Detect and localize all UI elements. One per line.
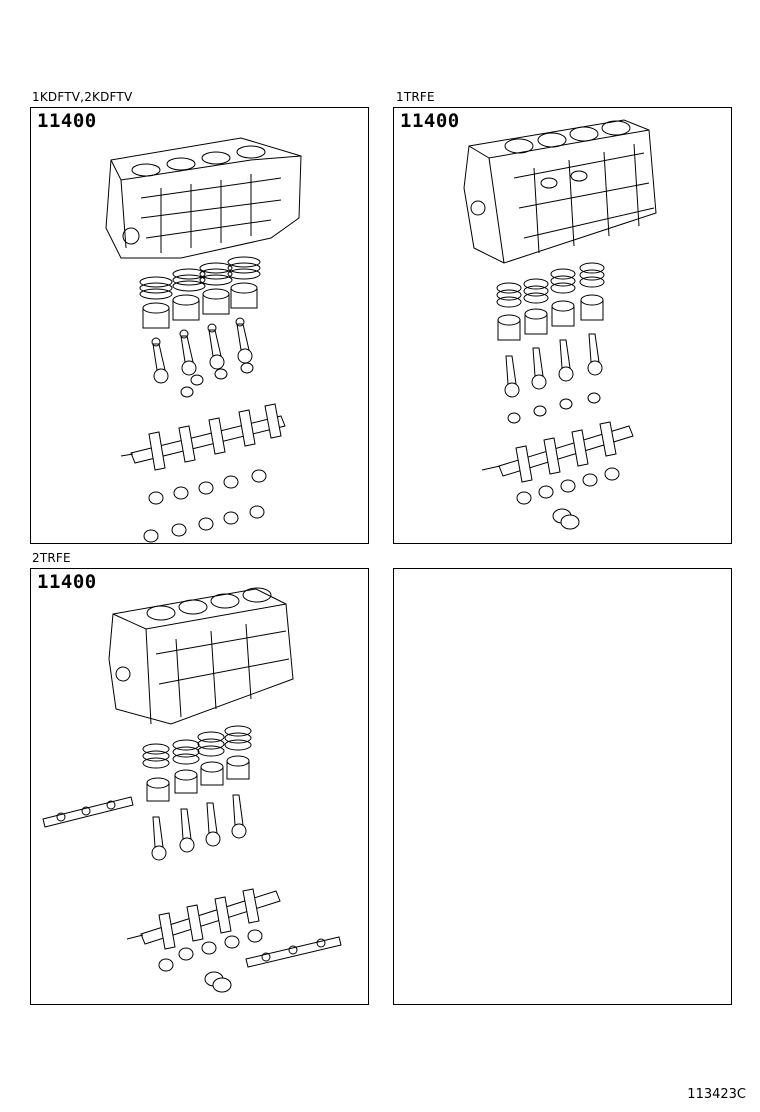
short-block-exploded-view xyxy=(31,569,369,1005)
crankshaft-drawing xyxy=(127,889,280,949)
empty-parts-panel xyxy=(393,568,732,1005)
piston-rings-drawing xyxy=(143,726,251,768)
crankshaft-drawing xyxy=(121,404,285,470)
parts-panel-1trfe[interactable]: 11400 xyxy=(393,107,732,544)
pistons-drawing xyxy=(143,283,257,328)
connecting-rods-drawing xyxy=(505,334,602,397)
crankshaft-drawing xyxy=(482,422,633,482)
camshaft-drawing xyxy=(43,797,341,967)
connecting-rods-drawing xyxy=(152,318,252,383)
cylinder-block-drawing xyxy=(464,120,656,263)
part-number-label: 11400 xyxy=(37,571,97,593)
illustration-id: 113423C xyxy=(687,1087,746,1102)
connecting-rods-drawing xyxy=(152,795,246,860)
main-bearings-drawing xyxy=(144,470,266,542)
parts-panel-2trfe[interactable]: 11400 xyxy=(30,568,369,1005)
pistons-drawing xyxy=(147,756,249,801)
pistons-drawing xyxy=(498,295,603,340)
engine-label-2trfe: 2TRFE xyxy=(32,551,71,565)
engine-label-1trfe: 1TRFE xyxy=(396,90,435,104)
short-block-exploded-view xyxy=(31,108,369,544)
main-bearings-drawing xyxy=(517,468,619,529)
engine-label-1kdftv: 1KDFTV,2KDFTV xyxy=(32,90,133,104)
cylinder-block-drawing xyxy=(106,138,301,258)
cylinder-block-drawing xyxy=(109,588,293,724)
rod-bearings-drawing xyxy=(181,363,253,397)
short-block-exploded-view xyxy=(394,108,732,544)
piston-rings-drawing xyxy=(140,257,260,299)
rod-bearings-drawing xyxy=(508,393,600,423)
part-number-label: 11400 xyxy=(37,110,97,132)
parts-panel-1kdftv[interactable]: 11400 xyxy=(30,107,369,544)
piston-rings-drawing xyxy=(497,263,604,307)
main-bearings-drawing xyxy=(159,930,262,992)
part-number-label: 11400 xyxy=(400,110,460,132)
